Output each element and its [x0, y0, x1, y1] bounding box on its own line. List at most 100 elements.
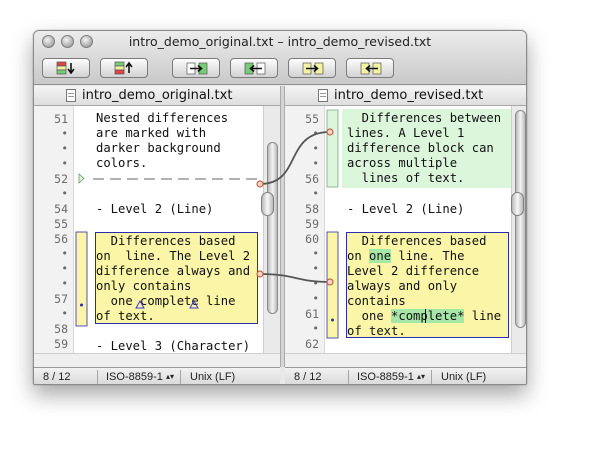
next-diff-icon [302, 62, 324, 75]
text-line: of text. [347, 324, 406, 338]
scroll-thumb[interactable] [515, 110, 526, 328]
text-line: one *complete* line [347, 309, 501, 324]
line-number: 51 [54, 112, 68, 126]
text-line: - Level 2 (Line) [347, 202, 465, 216]
copy-to-top-button[interactable] [100, 58, 148, 78]
chevron-updown-icon[interactable]: ▴▾ [417, 372, 426, 381]
text-line: Level 2 difference [347, 264, 480, 278]
right-file-header: intro_demo_revised.txt [285, 86, 526, 106]
title-bar: intro_demo_original.txt – intro_demo_rev… [34, 31, 526, 85]
minimize-window-button[interactable] [61, 35, 74, 48]
line-number: 52 [54, 172, 68, 186]
encoding-selector[interactable]: ISO-8859-1 [106, 371, 163, 383]
line-number: 58 [54, 322, 68, 336]
document-icon [318, 89, 328, 102]
line-number: • [312, 157, 319, 170]
chevron-updown-icon[interactable]: ▴▾ [166, 372, 175, 381]
text-line: on line. The Level 2 [96, 249, 251, 263]
line-ending-selector[interactable]: Unix (LF) [190, 371, 236, 383]
character-insertion-markers [135, 299, 199, 309]
level2-difference-block [95, 232, 258, 324]
text-segment: one [347, 309, 392, 323]
text-line: of text. [96, 309, 155, 323]
text-line: on one line. The [347, 249, 464, 264]
left-arrow-icon [244, 62, 266, 75]
text-line: colors. [96, 156, 148, 170]
text-line: one complete line [96, 294, 236, 308]
right-overview-thumb[interactable] [511, 192, 524, 216]
insertion-gap-line [93, 178, 259, 180]
text-line: lines. A Level 1 [347, 126, 465, 140]
left-line-number-gutter: 51 • • • 52 • 54 55 56 • • • 57 • 58 59 [34, 106, 74, 353]
line-number: • [61, 277, 68, 290]
zoom-window-button[interactable] [80, 35, 93, 48]
close-window-button[interactable] [42, 35, 55, 48]
line-number: • [312, 322, 319, 335]
left-vertical-scrollbar[interactable] [263, 106, 280, 353]
line-number: 59 [54, 337, 68, 351]
line-number: • [312, 127, 319, 140]
text-line: - Level 2 (Line) [96, 202, 214, 216]
line-number: 59 [305, 217, 319, 231]
line-number: • [61, 127, 68, 140]
encoding-selector[interactable]: ISO-8859-1 [357, 371, 414, 383]
position-indicator: 8 / 12 [43, 371, 71, 383]
diff-window: intro_demo_original.txt – intro_demo_rev… [33, 30, 527, 385]
text-line: Differences based [96, 234, 236, 248]
copy-to-bottom-button[interactable] [42, 58, 90, 78]
character-difference: one [369, 249, 392, 263]
line-number: • [312, 247, 319, 260]
scroll-thumb[interactable] [267, 142, 278, 314]
left-overview-thumb[interactable] [261, 192, 274, 216]
text-cursor [425, 309, 426, 323]
text-line: Nested differences [96, 111, 229, 125]
left-text-area[interactable]: Nested differences are marked with darke… [91, 106, 263, 353]
right-text-area[interactable]: Differences between lines. A Level 1 dif… [342, 106, 512, 353]
right-filename: intro_demo_revised.txt [334, 88, 484, 103]
text-line: - Level 3 (Character) [96, 339, 251, 353]
right-horizontal-scrollbar[interactable] [285, 353, 526, 367]
right-arrow-icon [186, 62, 208, 75]
line-number: 55 [54, 217, 68, 231]
text-line: across multiple [347, 156, 458, 170]
line-number: 55 [305, 112, 319, 126]
left-file-header: intro_demo_original.txt [34, 86, 280, 106]
left-horizontal-scrollbar[interactable] [34, 353, 280, 367]
line-number: • [312, 262, 319, 275]
next-difference-button[interactable] [288, 58, 336, 78]
line-number: 57 [54, 292, 68, 306]
line-number: 56 [54, 232, 68, 246]
text-segment: line. The [391, 249, 465, 263]
text-line: difference always and [96, 264, 251, 278]
right-status-bar: 8 / 12 ISO-8859-1 ▴▾ Unix (LF) [285, 367, 526, 384]
document-icon [66, 89, 76, 102]
text-line: contains [347, 294, 406, 308]
line-number: • [61, 157, 68, 170]
line-number: 61 [305, 307, 319, 321]
text-line: difference block can [347, 141, 494, 155]
text-segment: line [464, 309, 502, 323]
pane-divider[interactable] [280, 86, 285, 367]
line-number: • [61, 187, 68, 200]
left-filename: intro_demo_original.txt [82, 88, 233, 103]
left-pane[interactable]: 51 • • • 52 • 54 55 56 • • • 57 • 58 59 [34, 106, 280, 353]
right-difference-markers [325, 106, 342, 353]
line-ending-selector[interactable]: Unix (LF) [441, 371, 487, 383]
line-number: • [312, 142, 319, 155]
copy-to-left-button[interactable] [230, 58, 278, 78]
left-status-bar: 8 / 12 ISO-8859-1 ▴▾ Unix (LF) [34, 367, 280, 384]
left-difference-markers [74, 106, 91, 353]
right-pane[interactable]: 55 • • • 56 • 58 59 60 • • • • 61 • 62 [285, 106, 526, 353]
copy-to-right-button[interactable] [172, 58, 220, 78]
text-line: Differences between [347, 111, 502, 125]
line-number: • [61, 142, 68, 155]
text-line: lines of text. [347, 171, 465, 185]
line-number: 54 [54, 202, 68, 216]
text-line: are marked with [96, 126, 207, 140]
text-segment: on [347, 249, 370, 263]
right-vertical-scrollbar[interactable] [511, 106, 526, 353]
line-number: 62 [305, 337, 319, 351]
previous-difference-button[interactable] [346, 58, 394, 78]
line-number: • [312, 292, 319, 305]
position-indicator: 8 / 12 [294, 371, 322, 383]
